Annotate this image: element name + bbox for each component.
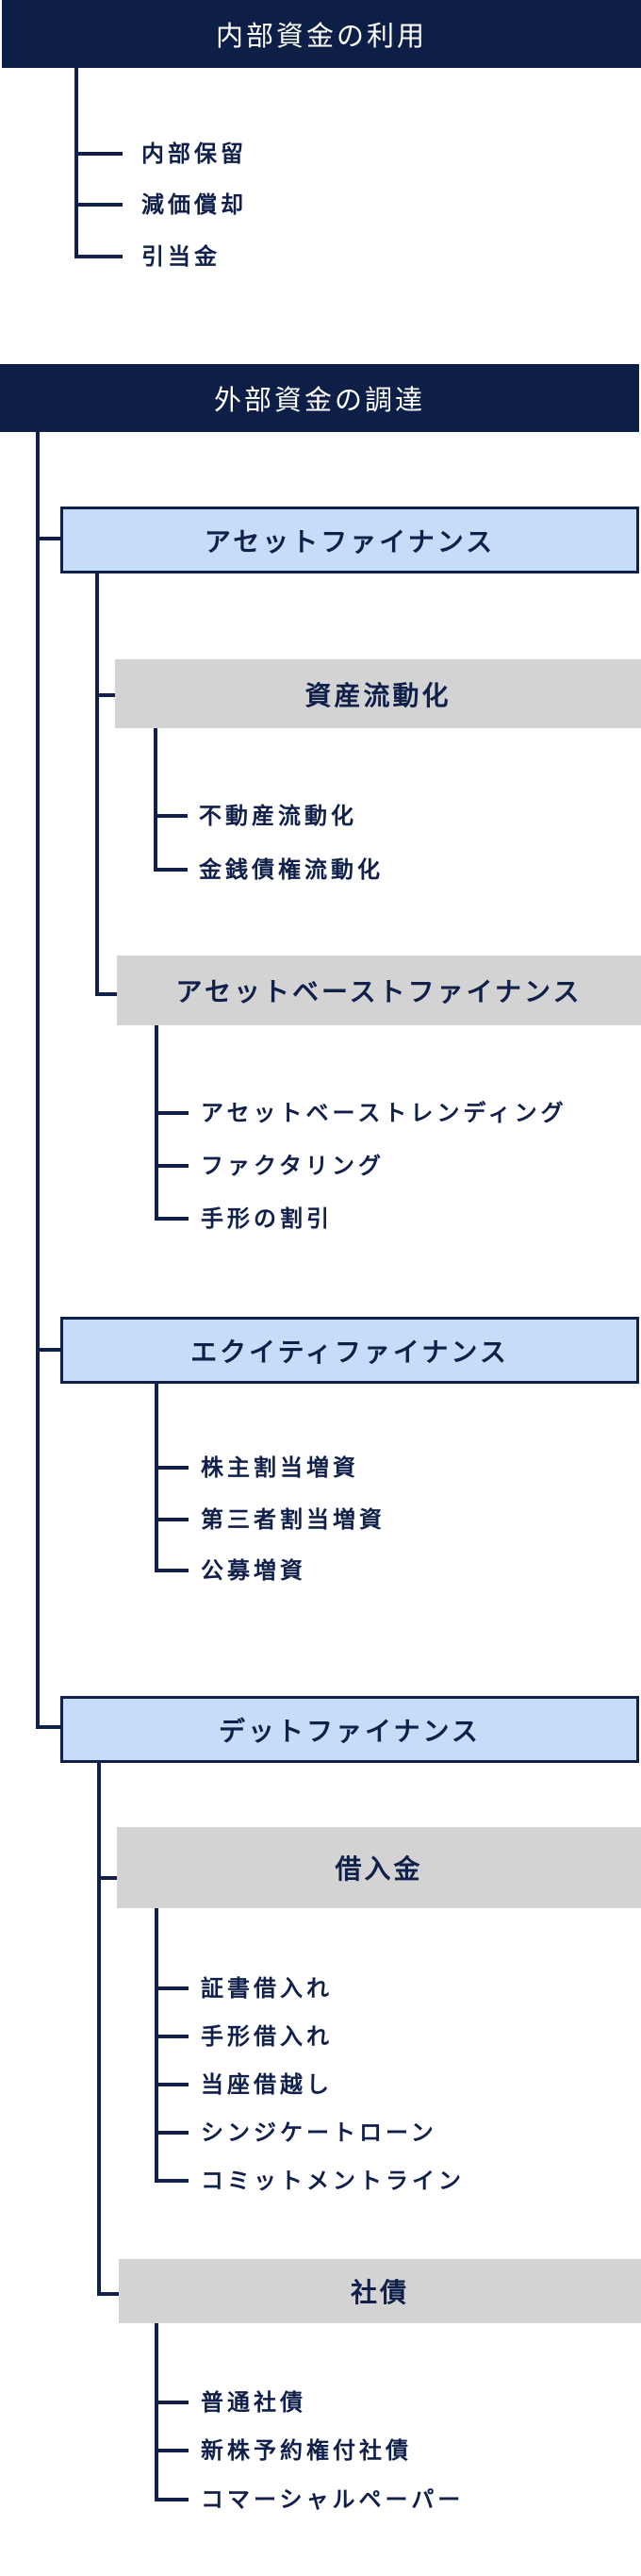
connector-line xyxy=(97,2292,120,2296)
list-item: 内部保留 xyxy=(141,141,247,167)
connector-line xyxy=(74,255,123,258)
connector-line xyxy=(36,1725,62,1729)
list-item: 公募増資 xyxy=(201,1557,306,1584)
equity-finance-box: エクイティファイナンス xyxy=(60,1317,639,1384)
connector-line xyxy=(155,1908,158,2183)
connector-line xyxy=(74,203,123,207)
bonds-box: 社債 xyxy=(119,2259,641,2323)
connector-line xyxy=(74,152,123,156)
connector-line xyxy=(155,2401,189,2404)
list-item: 不動産流動化 xyxy=(199,803,357,829)
list-item: 引当金 xyxy=(141,243,221,270)
connector-line xyxy=(97,1763,101,2296)
connector-line xyxy=(155,2035,189,2038)
connector-line xyxy=(155,2323,158,2501)
connector-line xyxy=(95,992,118,996)
list-item: コマーシャルペーパー xyxy=(201,2486,465,2513)
connector-line xyxy=(155,1217,189,1221)
list-item: 金銭債権流動化 xyxy=(199,856,384,883)
list-item: 普通社債 xyxy=(201,2389,306,2416)
connector-line xyxy=(155,2498,189,2501)
list-item: 当座借越し xyxy=(201,2071,333,2098)
connector-line xyxy=(36,1348,62,1352)
connector-line xyxy=(155,1569,189,1572)
debt-finance-box: デットファイナンス xyxy=(60,1696,639,1763)
connector-line xyxy=(155,2179,189,2183)
connector-line xyxy=(154,728,157,872)
connector-line xyxy=(155,1986,189,1990)
connector-line xyxy=(155,1025,158,1221)
list-item: 手形の割引 xyxy=(201,1205,333,1232)
trunk-line xyxy=(36,432,40,1729)
connector-line xyxy=(74,68,78,258)
connector-line xyxy=(155,2449,189,2452)
list-item: 新株予約権付社債 xyxy=(201,2437,412,2464)
list-item: ファクタリング xyxy=(201,1153,386,1179)
connector-line xyxy=(155,1518,189,1521)
internal-funds-header: 内部資金の利用 xyxy=(2,0,641,68)
connector-line xyxy=(154,868,188,872)
connector-line xyxy=(155,2131,189,2135)
connector-line xyxy=(155,1384,158,1572)
list-item: 株主割当増資 xyxy=(201,1454,359,1481)
connector-line xyxy=(155,1466,189,1470)
connector-line xyxy=(95,693,116,697)
list-item: 手形借入れ xyxy=(201,2023,333,2050)
asset-finance-box: アセットファイナンス xyxy=(60,507,639,573)
connector-line xyxy=(95,573,99,996)
connector-line xyxy=(155,1111,189,1115)
list-item: アセットベーストレンディング xyxy=(201,1100,567,1126)
loans-box: 借入金 xyxy=(117,1827,641,1908)
external-funds-header: 外部資金の調達 xyxy=(0,364,639,432)
list-item: 証書借入れ xyxy=(201,1975,333,2002)
securitization-box: 資産流動化 xyxy=(115,659,641,728)
connector-line xyxy=(154,814,188,818)
list-item: 減価償却 xyxy=(141,191,247,218)
list-item: 第三者割当増資 xyxy=(201,1506,386,1533)
list-item: シンジケートローン xyxy=(201,2119,437,2146)
connector-line xyxy=(97,1876,118,1880)
asset-based-finance-box: アセットベーストファイナンス xyxy=(117,956,641,1025)
connector-line xyxy=(36,537,62,540)
list-item: コミットメントライン xyxy=(201,2168,465,2194)
connector-line xyxy=(155,2083,189,2086)
connector-line xyxy=(155,1164,189,1168)
